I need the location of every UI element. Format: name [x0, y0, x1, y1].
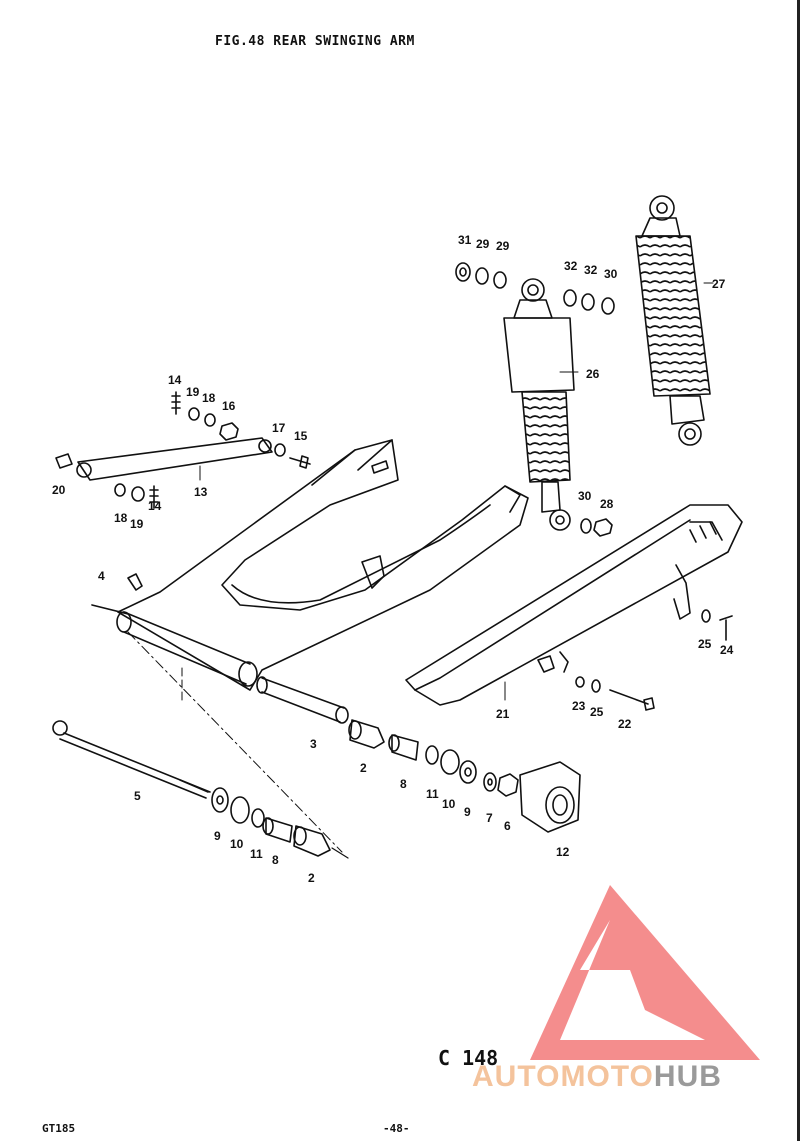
- washer-18-upper: [204, 413, 216, 427]
- part-number-label: 9: [464, 805, 471, 819]
- part-number-label: 3: [310, 737, 317, 751]
- chain-case-21: [405, 504, 743, 706]
- part-number-label: 5: [134, 789, 141, 803]
- washer-29a: [475, 267, 489, 285]
- part-number-label: 12: [556, 845, 570, 859]
- part-number-label: 18: [114, 511, 128, 525]
- watermark-part-auto: AUTOMOTO: [472, 1060, 654, 1093]
- spacer-sleeve-3: [256, 676, 349, 724]
- part-number-label: 19: [186, 385, 200, 399]
- part-number-label: 10: [442, 797, 456, 811]
- part-number-label: 30: [604, 267, 618, 281]
- washer-9-upper: [459, 760, 477, 784]
- washer-30-upper: [601, 297, 615, 315]
- part-number-label: 8: [400, 777, 407, 791]
- part-number-label: 32: [584, 263, 598, 277]
- nut-16: [219, 422, 239, 441]
- cotter-pin-14-lower: [149, 485, 159, 509]
- part-number-label: 20: [52, 483, 66, 497]
- figure-title: FIG.48 REAR SWINGING ARM: [215, 34, 415, 49]
- washer-25-upper: [701, 609, 711, 623]
- part-number-label: 26: [586, 367, 600, 381]
- part-number-label: 6: [504, 819, 511, 833]
- part-number-label: 29: [496, 239, 510, 253]
- washer-9-lower: [211, 787, 229, 813]
- part-number-label: 2: [360, 761, 367, 775]
- part-number-label: 21: [496, 707, 510, 721]
- watermark-part-hub: HUB: [653, 1060, 722, 1093]
- part-number-label: 27: [712, 277, 726, 291]
- washer-18-lower: [114, 483, 126, 497]
- part-number-label: 29: [476, 237, 490, 251]
- washer-10-upper: [440, 749, 460, 775]
- washer-19-upper: [188, 407, 200, 421]
- part-number-label: 24: [720, 643, 734, 657]
- part-number-label: 22: [618, 717, 632, 731]
- part-number-label: 23: [572, 699, 586, 713]
- shock-absorber-27: [635, 195, 711, 446]
- cotter-pin-14-upper: [171, 391, 181, 415]
- part-number-label: 19: [130, 517, 144, 531]
- part-number-label: 32: [564, 259, 578, 273]
- part-number-label: 2: [308, 871, 315, 885]
- part-number-label: 28: [600, 497, 614, 511]
- part-number-label: 7: [486, 811, 493, 825]
- bush-2-upper: [348, 719, 385, 749]
- watermark-brand: AUTOMOTOHUB: [472, 1060, 722, 1094]
- swinging-arm-frame: [117, 439, 529, 691]
- part-number-label: 14: [168, 373, 182, 387]
- part-number-label: 4: [98, 569, 105, 583]
- torque-link-13: [55, 437, 273, 481]
- part-number-label: 13: [194, 485, 208, 499]
- bolt-24: [719, 615, 733, 641]
- part-number-label: 14: [148, 499, 162, 513]
- part-number-label: 25: [590, 705, 604, 719]
- washer-11-upper: [425, 745, 439, 765]
- washer-29b: [493, 271, 507, 289]
- page-number: -48-: [383, 1122, 410, 1135]
- bolt-20: [55, 453, 73, 469]
- washer-25-lower: [591, 679, 601, 693]
- page-edge: [797, 0, 800, 1141]
- washer-32a: [563, 289, 577, 307]
- washer-11-lower: [251, 808, 265, 828]
- part-number-label: 11: [426, 787, 439, 801]
- washer-31: [455, 262, 471, 282]
- grease-nipple-4: [127, 573, 143, 591]
- washer-32b: [581, 293, 595, 311]
- part-number-label: 16: [222, 399, 236, 413]
- automotohub-logo-icon: [530, 885, 760, 1060]
- nut-6: [497, 773, 519, 797]
- nut-28: [593, 518, 613, 537]
- shock-absorber-26: [503, 278, 575, 531]
- bearing-8-upper: [388, 734, 419, 761]
- washer-23: [575, 676, 585, 688]
- pivot-tube: [91, 604, 258, 687]
- part-number-label: 31: [458, 233, 472, 247]
- part-number-label: 18: [202, 391, 216, 405]
- washer-17: [274, 443, 286, 457]
- bearing-8-lower: [262, 817, 293, 843]
- washer-7: [483, 772, 497, 792]
- bush-2-lower: [293, 825, 331, 857]
- part-number-label: 11: [250, 847, 263, 861]
- washer-19-lower: [131, 486, 145, 502]
- part-number-label: 15: [294, 429, 308, 443]
- washer-30-lower: [580, 518, 592, 534]
- part-number-label: 25: [698, 637, 712, 651]
- washer-10-lower: [230, 796, 250, 824]
- bolt-15: [289, 455, 311, 469]
- part-number-label: 17: [272, 421, 286, 435]
- model-code: GT185: [42, 1122, 76, 1135]
- part-number-label: 30: [578, 489, 592, 503]
- part-number-label: 8: [272, 853, 279, 867]
- bolt-22: [609, 689, 655, 711]
- part-number-label: 9: [214, 829, 221, 843]
- pivot-bolt-5: [52, 720, 211, 799]
- chain-adjuster-12: [519, 761, 581, 833]
- part-number-label: 10: [230, 837, 244, 851]
- catalog-code: C 148: [438, 1046, 499, 1070]
